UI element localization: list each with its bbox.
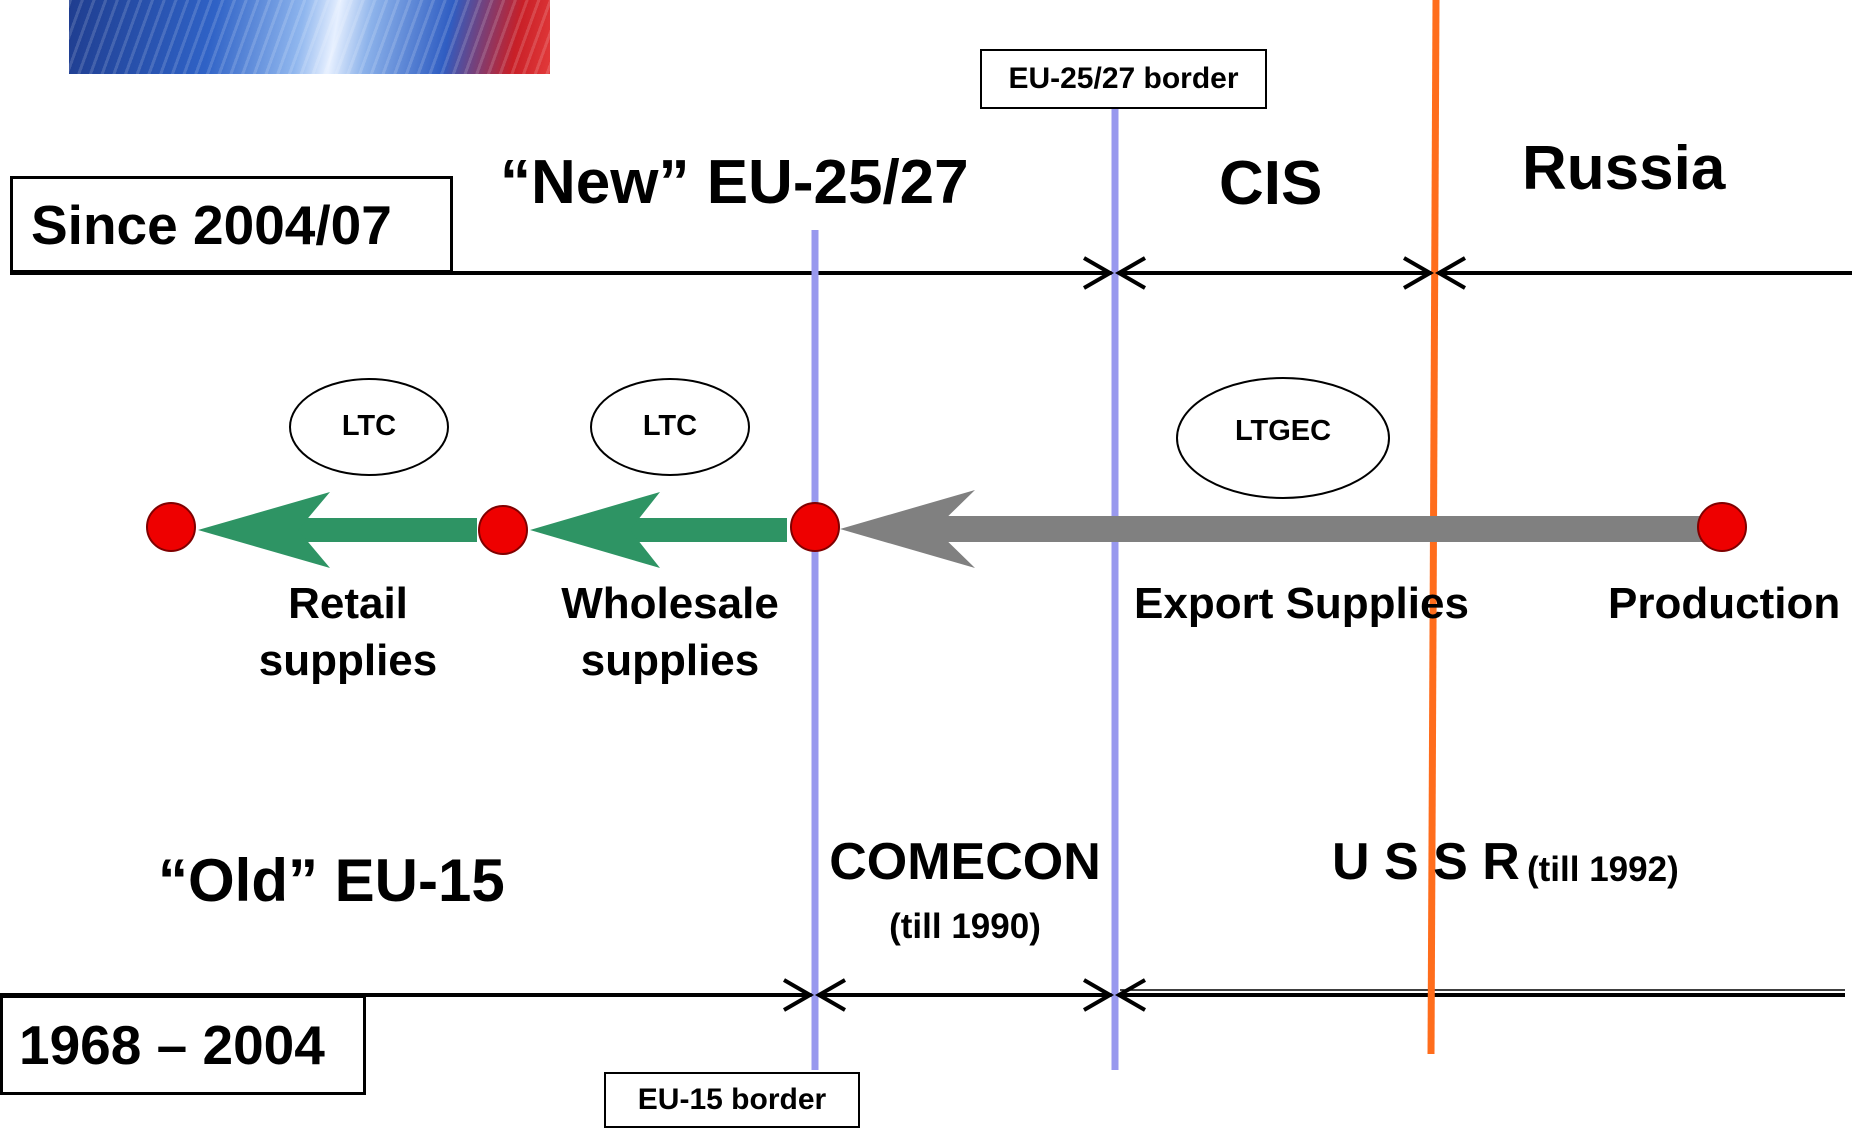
region-new-eu: “New” EU-25/27 [500, 148, 969, 217]
stage-export: Export Supplies [1134, 579, 1469, 628]
export-arrow-head [840, 490, 975, 568]
retail-arrow-shaft [283, 518, 477, 542]
stage-production: Production [1608, 579, 1841, 628]
retail-contract-label: LTC [341, 410, 397, 442]
eu25-27-border-label: EU-25/27 border [980, 49, 1267, 109]
production-node [1697, 502, 1747, 552]
retail-contract-ellipse [289, 378, 449, 476]
region-ussr: U S S R [1332, 833, 1520, 891]
export-arrow-shaft [930, 516, 1725, 542]
stage-wholesale: Wholesale supplies [530, 575, 810, 689]
wholesale-node [478, 505, 528, 555]
export-contract-ellipse [1176, 377, 1390, 499]
export-contract-label: LTGEC [1234, 415, 1332, 447]
wholesale-arrow-head [530, 492, 660, 568]
region-cis: CIS [1219, 149, 1323, 218]
period-label-top: Since 2004/07 [10, 176, 453, 273]
logo-banner [69, 0, 550, 74]
retail-node [146, 502, 196, 552]
eu15-border-label: EU-15 border [604, 1072, 860, 1128]
stage-wholesale-line2: supplies [580, 636, 760, 685]
region-old-eu: “Old” EU-15 [158, 847, 505, 914]
wholesale-contract-label: LTC [642, 410, 698, 442]
period-label-top-text: Since 2004/07 [31, 193, 392, 256]
wholesale-arrow-shaft [615, 518, 787, 542]
wholesale-contract-ellipse [590, 378, 750, 476]
region-ussr-note: (till 1992) [1527, 850, 1679, 889]
top-arrowheads [1083, 256, 1466, 290]
stage-retail: Retail supplies [228, 575, 468, 689]
period-label-bottom: 1968 – 2004 [0, 995, 366, 1095]
bottom-arrowheads [783, 978, 1146, 1012]
stage-retail-line1: Retail [288, 579, 408, 628]
region-comecon-note: (till 1990) [889, 907, 1041, 946]
stage-wholesale-line1: Wholesale [561, 579, 779, 628]
border-node [790, 502, 840, 552]
retail-arrow-head [198, 492, 330, 568]
region-russia: Russia [1522, 134, 1726, 203]
period-label-bottom-text: 1968 – 2004 [19, 1014, 325, 1076]
region-comecon: COMECON [829, 833, 1101, 891]
stage-retail-line2: supplies [258, 636, 438, 685]
